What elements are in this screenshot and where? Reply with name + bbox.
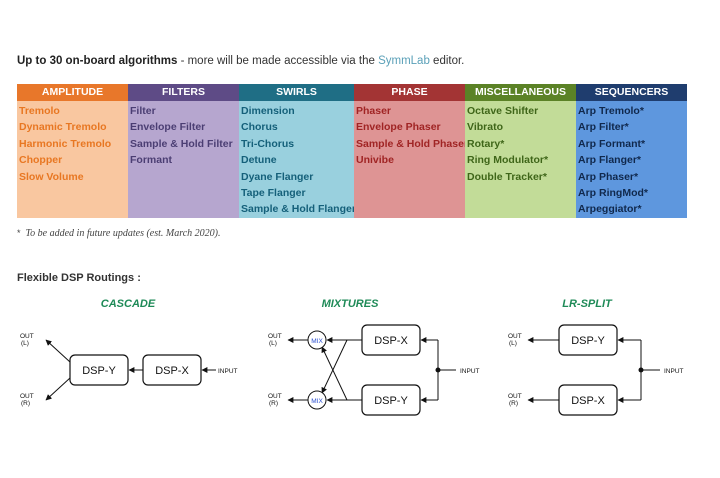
cascade-dsp-x-label: DSP-X — [155, 365, 189, 377]
algo-item: Tape Flanger — [241, 186, 306, 199]
algo-column-header: MISCELLANEOUS — [465, 84, 576, 101]
mixtures-title: MIXTURES — [322, 298, 380, 310]
cascade-out-l-side: (L) — [21, 340, 29, 347]
mixtures-out-l-label: OUT — [268, 333, 282, 340]
algo-item: Arp Tremolo* — [578, 105, 644, 117]
algo-item: Harmonic Tremolo — [19, 137, 112, 150]
routing-diagrams: CASCADE DSP-Y DSP-X INPUT OUT (L) OUT (R… — [20, 298, 684, 416]
algo-column-header: SWIRLS — [239, 84, 354, 101]
algo-item: Dynamic Tremolo — [19, 121, 107, 134]
algo-item: Arp Flanger* — [578, 154, 642, 167]
cascade-out-r-arrow — [45, 377, 71, 401]
lrsplit-out-l-label: OUT — [508, 333, 522, 340]
algo-column-header: PHASE — [354, 84, 465, 101]
intro-post: editor. — [429, 55, 465, 67]
algo-item: Tri-Chorus — [241, 137, 295, 150]
algo-item: Arp Filter* — [578, 121, 629, 134]
algo-item: Arp RingMod* — [578, 186, 648, 199]
algo-item: Arp Formant* — [578, 137, 646, 150]
routing-title: Flexible DSP Routings : — [17, 272, 141, 284]
algo-column-header: FILTERS — [128, 84, 239, 101]
intro-text: Up to 30 on-board algorithms - more will… — [17, 55, 464, 67]
algo-column-body: Arp Tremolo* Arp Filter* Arp Formant* Arp F… — [576, 101, 687, 218]
algo-column-header: AMPLITUDE — [17, 84, 128, 101]
algo-item: Univibe — [356, 154, 394, 167]
mixtures-dsp-x-label: DSP-X — [374, 335, 408, 347]
algo-item: Ring Modulator* — [467, 154, 549, 167]
lrsplit-diagram: LR-SPLIT DSP-Y DSP-X INPUT OUT (L) OUT (… — [508, 298, 684, 416]
algo-item: Envelope Phaser — [356, 121, 441, 134]
lrsplit-split-node — [638, 367, 644, 373]
lrsplit-input-label: INPUT — [664, 368, 684, 375]
algo-item: Sample & Hold Flanger — [241, 203, 354, 216]
cascade-title: CASCADE — [101, 298, 156, 310]
footnote: * To be added in future updates (est. Ma… — [17, 228, 221, 239]
algo-item: Rotary* — [467, 137, 505, 150]
cascade-out-r-label: OUT — [20, 393, 34, 400]
intro-pre: - more will be made accessible via the — [177, 55, 379, 67]
footnote-star: * — [17, 228, 21, 238]
cascade-out-r-side: (R) — [21, 400, 30, 407]
footnote-text: To be added in future updates (est. Marc… — [25, 228, 221, 239]
lrsplit-title: LR-SPLIT — [562, 298, 613, 310]
lrsplit-out-r-side: (R) — [509, 400, 518, 407]
symmlab-link[interactable]: SymmLab — [378, 55, 430, 67]
algo-item: Detune — [241, 154, 277, 167]
algo-item: Slow Volume — [19, 170, 84, 183]
algo-item: Double Tracker* — [467, 170, 547, 183]
algo-item: Phaser — [356, 105, 392, 117]
algo-item: Filter — [130, 105, 156, 117]
mixtures-input-label: INPUT — [460, 368, 480, 375]
mixtures-dsp-y-label: DSP-Y — [374, 395, 408, 407]
lrsplit-out-l-side: (L) — [509, 340, 517, 347]
intro-bold: Up to 30 on-board algorithms — [17, 55, 178, 67]
algo-item: Dyane Flanger — [241, 170, 314, 183]
mixtures-out-r-side: (R) — [269, 400, 278, 407]
algo-column-sequencers: SEQUENCERS Arp Tremolo* Arp Filter* Arp For… — [576, 84, 687, 218]
algo-item: Arpeggiator* — [578, 203, 642, 216]
algo-item: Tremolo — [19, 105, 60, 117]
algo-item: Chopper — [19, 154, 63, 167]
lrsplit-dsp-x-label: DSP-X — [571, 395, 605, 407]
cascade-out-l-label: OUT — [20, 333, 34, 340]
algo-item: Envelope Filter — [130, 121, 206, 134]
mixtures-out-r-label: OUT — [268, 393, 282, 400]
mixtures-mix-top-label: MIX — [311, 338, 323, 345]
algo-item: Dimension — [241, 105, 295, 117]
algo-item: Sample & Hold Phaser — [356, 137, 465, 150]
algo-item: Octave Shifter — [467, 105, 539, 117]
mixtures-out-l-side: (L) — [269, 340, 277, 347]
algo-item: Vibrato — [467, 121, 503, 134]
lrsplit-out-r-label: OUT — [508, 393, 522, 400]
cascade-input-label: INPUT — [218, 368, 238, 375]
mixtures-cross-up — [321, 346, 348, 401]
algo-item: Chorus — [241, 121, 278, 134]
cascade-diagram: CASCADE DSP-Y DSP-X INPUT OUT (L) OUT (R… — [20, 298, 238, 407]
mixtures-mix-bottom-label: MIX — [311, 398, 323, 405]
cascade-out-l-arrow — [45, 339, 71, 363]
mixtures-diagram: MIXTURES DSP-X DSP-Y INPUT MIX MIX OUT (… — [268, 298, 480, 416]
lrsplit-dsp-y-label: DSP-Y — [571, 335, 605, 347]
mixtures-cross-down — [321, 339, 348, 394]
algo-item: Arp Phaser* — [578, 170, 639, 183]
algo-item: Formant — [130, 154, 172, 167]
cascade-dsp-y-label: DSP-Y — [82, 365, 116, 377]
cascade-dsp-y-block — [69, 354, 129, 386]
algo-item: Sample & Hold Filter — [130, 137, 233, 150]
mixtures-split-node — [435, 367, 441, 373]
algo-column-header: SEQUENCERS — [576, 84, 687, 101]
